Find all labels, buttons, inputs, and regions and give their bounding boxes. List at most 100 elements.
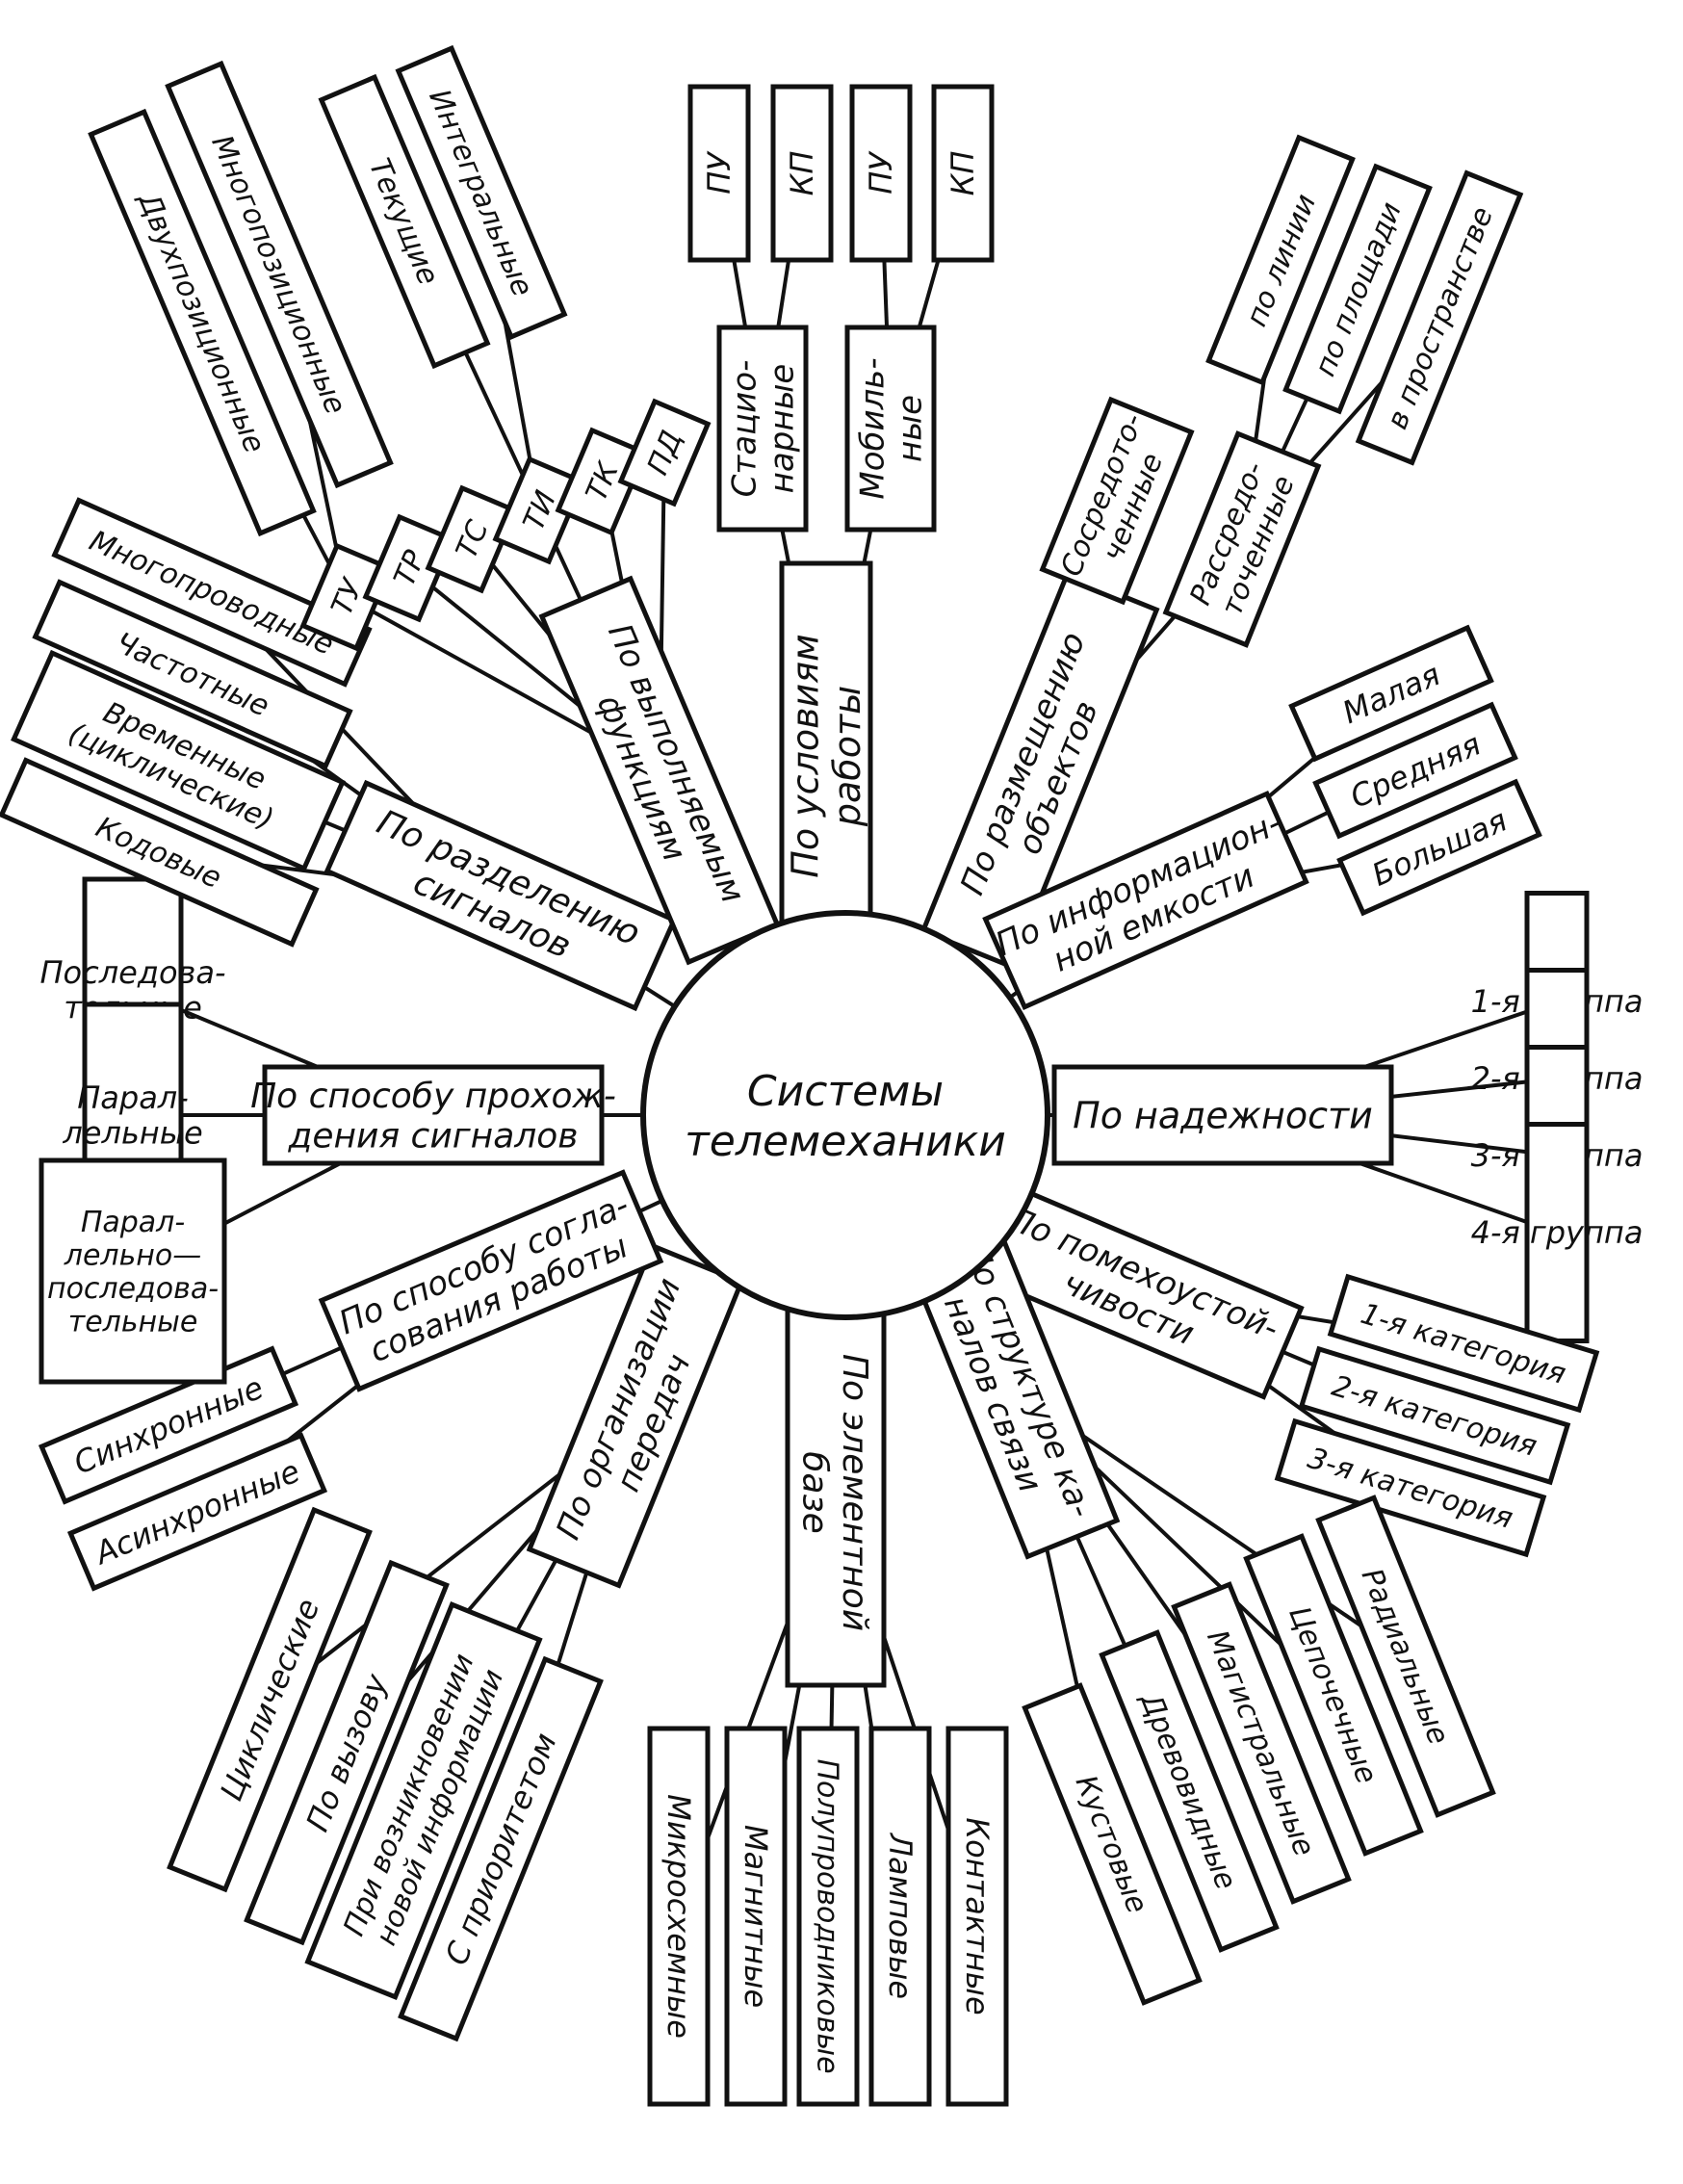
leaf-work-1-0-label-line-1: ПУ bbox=[863, 150, 899, 195]
subcategory-placement-0: Сосредото-ченные bbox=[1039, 396, 1195, 606]
subcategory-work-1-label-line-1: Мобиль- bbox=[853, 357, 892, 499]
subcategory-elements-2-frame bbox=[796, 1726, 860, 2107]
leaf-work-0-1-label-line-1: КП bbox=[784, 151, 820, 196]
subcategory-noise-0-frame bbox=[1327, 1273, 1600, 1414]
subcategory-channels-0-frame bbox=[1315, 1495, 1496, 1818]
category-work-label-line-2: работы bbox=[826, 686, 868, 827]
subcategory-functions-2: ТС bbox=[425, 484, 519, 594]
subcategory-functions-1-frame bbox=[362, 513, 456, 623]
subcategory-functions-0-frame bbox=[299, 542, 394, 652]
leaf-functions-3-0-frame bbox=[318, 73, 491, 370]
center-node: Системы телемеханики bbox=[640, 910, 1050, 1320]
leaf-work-1-1-frame bbox=[931, 84, 995, 263]
center-title-line-2: телемеханики bbox=[685, 1117, 1006, 1166]
subcategory-elements-3: Ламповые bbox=[868, 1726, 932, 2107]
subcategory-functions-1: ТР bbox=[362, 513, 456, 623]
category-coordination-frame bbox=[318, 1169, 664, 1392]
subcategory-functions-5-frame bbox=[617, 398, 712, 507]
subcategory-transmission-3-frame bbox=[398, 1655, 604, 2042]
subcategory-capacity-1-frame bbox=[1312, 701, 1518, 840]
subcategory-transmission-2-frame bbox=[304, 1600, 543, 2001]
subcategory-separation-1-frame bbox=[32, 579, 353, 769]
subcategory-elements-0-label-line-1: Микросхемные bbox=[660, 1794, 697, 2039]
subcategory-noise-2: 3-я категория bbox=[1274, 1417, 1547, 1558]
subcategory-work-1: Мобиль-ные bbox=[844, 325, 937, 533]
subcategory-channels-1-frame bbox=[1243, 1533, 1424, 1857]
subcategory-separation-0-frame bbox=[51, 497, 373, 688]
leaf-placement-1-1-frame bbox=[1282, 163, 1433, 415]
subcategory-reliability-3: 4-я группа bbox=[1471, 1122, 1644, 1343]
category-transmission-frame bbox=[526, 1242, 745, 1589]
subcategory-passage-1-label-line-2: лельные bbox=[62, 1115, 202, 1152]
subcategory-elements-1: Магнитные bbox=[724, 1726, 788, 2107]
subcategory-capacity-2-frame bbox=[1336, 778, 1542, 917]
subcategory-elements-2: Полупроводниковые bbox=[796, 1726, 860, 2107]
subcategory-work-1-frame bbox=[844, 325, 937, 533]
subcategory-reliability-3-frame bbox=[1524, 1122, 1590, 1343]
category-elements-label-line-1: По элементной bbox=[835, 1354, 874, 1631]
subcategory-functions-4-frame bbox=[555, 427, 649, 536]
subcategory-functions-5: ПД bbox=[617, 398, 712, 507]
subcategory-channels-3-frame bbox=[1099, 1629, 1280, 1953]
subcategory-passage-2-label-line-4: тельные bbox=[68, 1305, 198, 1339]
subcategory-elements-0: Микросхемные bbox=[647, 1726, 711, 2107]
subcategory-work-0: Стацио-нарные bbox=[716, 325, 809, 533]
subcategory-capacity-0-frame bbox=[1288, 624, 1494, 763]
subcategory-separation-3-frame bbox=[0, 757, 320, 948]
leaf-functions-0-0-frame bbox=[88, 108, 317, 537]
category-elements-label-line-2: базе bbox=[795, 1451, 835, 1534]
category-passage-label-line-2: дения сигналов bbox=[287, 1116, 578, 1156]
subcategory-work-0-label-line-2: нарные bbox=[763, 364, 801, 494]
subcategory-functions-2-frame bbox=[425, 484, 519, 594]
center-title-line-1: Системы bbox=[747, 1067, 944, 1116]
leaf-placement-1-2-frame bbox=[1355, 169, 1524, 466]
subcategory-noise-1-frame bbox=[1298, 1345, 1571, 1486]
leaf-work-0-1-frame bbox=[770, 84, 834, 263]
subcategory-work-1-label-line-2: ные bbox=[891, 395, 929, 462]
leaf-work-1-0-frame bbox=[849, 84, 913, 263]
subcategory-work-0-label-line-1: Стацио- bbox=[725, 360, 764, 498]
subcategory-elements-3-label-line-1: Ламповые bbox=[882, 1833, 919, 1999]
leaf-work-0-0-label-line-1: ПУ bbox=[701, 150, 738, 195]
subcategory-placement-1-frame bbox=[1162, 430, 1322, 648]
category-capacity-frame bbox=[982, 790, 1309, 1011]
leaf-work-0-0: ПУ bbox=[687, 84, 751, 263]
subcategory-separation-2-frame bbox=[11, 649, 346, 872]
category-passage-label-line-1: По способу прохож- bbox=[250, 1077, 616, 1116]
subcategory-functions-0: ТУ bbox=[299, 542, 394, 652]
subcategory-passage-2: Парал-лельно—последова-тельные bbox=[39, 1157, 227, 1385]
category-reliability-label-line-1: По надежности bbox=[1073, 1094, 1373, 1136]
leaf-work-1-1-label-line-1: КП bbox=[945, 151, 981, 196]
category-separation-frame bbox=[324, 779, 678, 1012]
subcategory-reliability-3-label-line-1: 4-я группа bbox=[1471, 1214, 1644, 1251]
subcategory-transmission-0-frame bbox=[167, 1506, 373, 1893]
subcategory-passage-2-label-line-1: Парал- bbox=[81, 1206, 185, 1239]
subcategory-elements-1-label-line-1: Магнитные bbox=[738, 1825, 774, 2008]
leaf-work-0-1: КП bbox=[770, 84, 834, 263]
subcategory-functions-3-frame bbox=[492, 455, 586, 565]
subcategory-placement-1: Рассредо-точенные bbox=[1162, 430, 1322, 648]
subcategory-passage-0-label-line-1: Последова- bbox=[39, 954, 225, 991]
subcategory-elements-2-label-line-1: Полупроводниковые bbox=[811, 1758, 844, 2073]
subcategory-passage-2-label-line-2: лельно— bbox=[64, 1238, 201, 1272]
subcategory-elements-1-frame bbox=[724, 1726, 788, 2107]
category-passage-frame bbox=[262, 1064, 605, 1166]
subcategory-elements-4-label-line-1: Контактные bbox=[959, 1817, 996, 2015]
subcategory-transmission-1-frame bbox=[244, 1559, 450, 1946]
subcategory-coordination-1-frame bbox=[66, 1432, 328, 1592]
subcategory-passage-2-frame bbox=[39, 1157, 227, 1385]
subcategory-elements-4: Контактные bbox=[945, 1726, 1009, 2107]
subcategory-elements-3-frame bbox=[868, 1726, 932, 2107]
category-functions-frame bbox=[538, 575, 781, 966]
category-work-label-line-1: По условиям bbox=[784, 634, 826, 877]
subcategory-channels-4-frame bbox=[1022, 1682, 1203, 2006]
subcategory-coordination-0-frame bbox=[38, 1345, 299, 1505]
leaf-functions-3-1-frame bbox=[395, 44, 568, 341]
subcategory-passage-1-label-line-1: Парал- bbox=[77, 1079, 189, 1116]
subcategory-placement-0-frame bbox=[1039, 396, 1195, 606]
leaf-work-1-0: ПУ bbox=[849, 84, 913, 263]
